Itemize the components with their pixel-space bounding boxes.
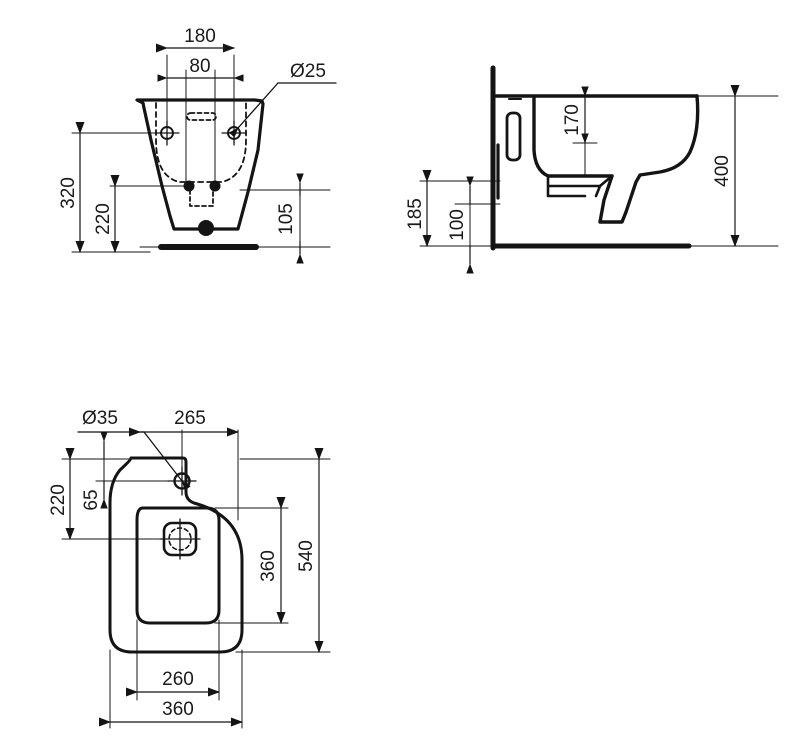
dim-105-label: 105: [276, 203, 297, 235]
dim-265-label: 265: [174, 408, 206, 429]
plan-view: Ø35 265 220 65 360: [48, 408, 331, 729]
dim-100: 100: [447, 176, 501, 274]
dim-dia25: Ø25: [228, 61, 337, 138]
dim-100-label: 100: [447, 209, 468, 241]
dim-360v-label: 360: [258, 550, 279, 582]
dim-185: 185: [405, 170, 501, 247]
plan-outer-outline: [108, 456, 244, 654]
dim-260: 260: [126, 619, 220, 701]
dim-320-label: 320: [58, 177, 79, 209]
plan-waste-outlet: [159, 518, 201, 560]
dim-65: 65: [81, 431, 171, 511]
dim-265: 265: [129, 408, 239, 521]
side-bracket-slot: [505, 111, 522, 162]
dim-360-horizontal: 360: [99, 649, 243, 729]
dim-220-plan-label: 220: [48, 484, 69, 516]
dim-80-label: 80: [189, 56, 210, 77]
front-rim-slot: [186, 112, 217, 121]
side-trap-lip: [594, 174, 614, 198]
dim-dia35-label: Ø35: [82, 408, 118, 429]
side-trap-detail: [546, 174, 602, 198]
dim-180: 180: [156, 26, 235, 129]
dim-220-front-label: 220: [93, 203, 114, 235]
dim-540: 540: [235, 448, 331, 653]
dim-360-vertical: 360: [214, 497, 289, 624]
dim-170-label: 170: [562, 104, 583, 136]
dim-220-plan: 220: [48, 448, 166, 540]
front-bowl-hidden-outline: [155, 102, 247, 183]
dim-170: 170: [562, 86, 598, 177]
dim-dia35: Ø35: [77, 408, 191, 491]
dim-180-label: 180: [184, 26, 216, 47]
plan-bowl-outline: [135, 506, 221, 625]
front-outlet-right: [209, 180, 221, 192]
dim-260-label: 260: [162, 669, 194, 690]
side-section-view: 170 400 185 100: [405, 65, 779, 274]
dim-65-label: 65: [81, 489, 102, 510]
dim-400: 400: [712, 85, 740, 247]
dim-540-label: 540: [296, 540, 317, 572]
dim-400-label: 400: [712, 155, 733, 187]
dim-dia25-label: Ø25: [290, 61, 326, 82]
side-body-outline: [598, 94, 700, 224]
front-body-outline: [135, 98, 265, 231]
front-waste-outlet: [198, 220, 214, 236]
dim-220-front: 220: [93, 175, 187, 253]
dim-105: 105: [239, 173, 331, 264]
front-outlet-box: [189, 189, 214, 207]
dim-185-label: 185: [405, 198, 426, 230]
dim-80: 80: [157, 56, 244, 185]
dim-360h-label: 360: [162, 699, 194, 720]
front-elevation-view: 180 80 Ø25 320 220: [58, 26, 337, 264]
